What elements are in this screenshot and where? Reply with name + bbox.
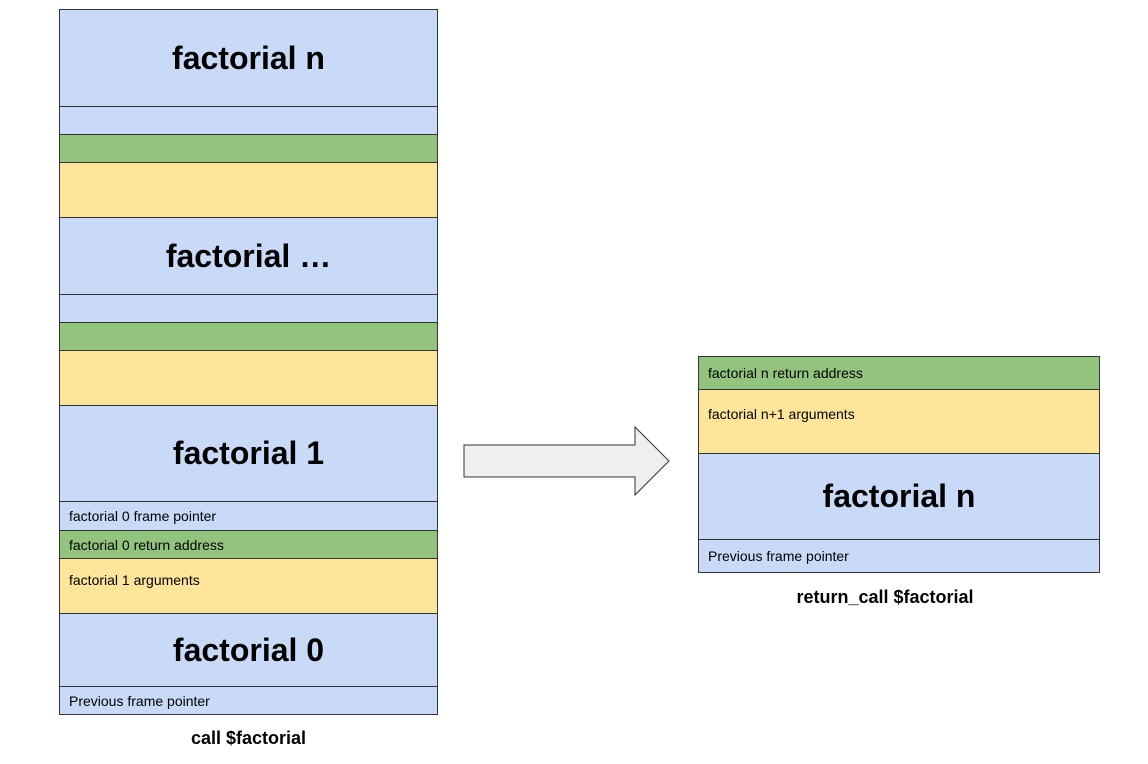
frame-pointer-slot — [59, 294, 438, 323]
previous-frame-pointer: Previous frame pointer — [59, 686, 438, 715]
slot-label: Previous frame pointer — [69, 692, 210, 709]
frame-factorial-0: factorial 0 — [59, 613, 438, 687]
left-caption: call $factorial — [190, 728, 307, 748]
return-address-factorial-0: factorial 0 return address — [59, 530, 438, 559]
arguments-factorial-1: factorial 1 arguments — [59, 558, 438, 614]
slot-label: factorial 1 arguments — [69, 572, 200, 588]
return-address-slot — [59, 322, 438, 351]
frame-factorial-1: factorial 1 — [59, 405, 438, 502]
arguments-factorial-n-plus-1: factorial n+1 arguments — [698, 389, 1100, 454]
slot-label: factorial n+1 arguments — [708, 406, 855, 422]
right-caption: return_call $factorial — [796, 587, 974, 607]
frame-label: factorial … — [165, 237, 332, 274]
slot-label: factorial n return address — [708, 365, 863, 381]
arrow-right-icon — [463, 425, 670, 497]
call-stack-diagram: factorial n factorial … factorial 1 fact… — [59, 9, 438, 715]
previous-frame-pointer: Previous frame pointer — [698, 539, 1100, 573]
slot-label: factorial 0 frame pointer — [69, 508, 217, 524]
arguments-slot — [59, 162, 438, 218]
frame-factorial-ellipsis: factorial … — [59, 217, 438, 295]
frame-label: factorial n — [172, 39, 325, 76]
slot-label: factorial 0 return address — [69, 536, 224, 553]
frame-label: factorial n — [822, 478, 976, 514]
arguments-slot — [59, 350, 438, 406]
frame-factorial-n: factorial n — [698, 453, 1100, 540]
frame-pointer-slot — [59, 106, 438, 135]
return-address-slot — [59, 134, 438, 163]
return-address-factorial-n: factorial n return address — [698, 356, 1100, 390]
frame-label: factorial 0 — [172, 631, 325, 668]
frame-factorial-n: factorial n — [59, 9, 438, 107]
slot-label: Previous frame pointer — [708, 548, 849, 564]
frame-label: factorial 1 — [172, 435, 325, 471]
return-call-stack-diagram: factorial n return address factorial n+1… — [698, 356, 1100, 573]
frame-pointer-factorial-0: factorial 0 frame pointer — [59, 501, 438, 531]
